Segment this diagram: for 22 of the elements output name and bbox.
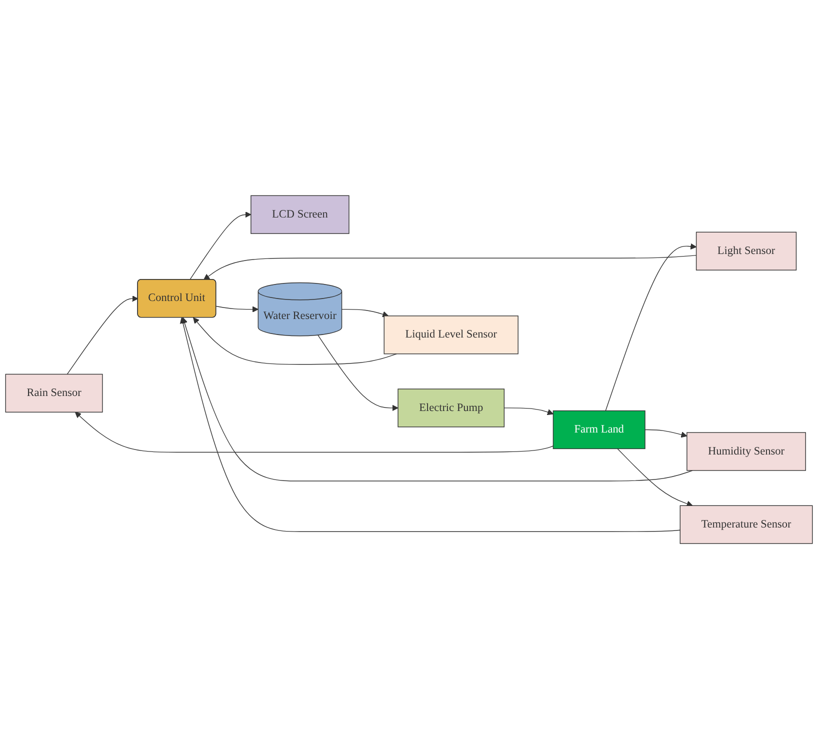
node-box: Electric Pump [398,389,505,428]
node-box: Temperature Sensor [680,506,813,544]
node-box: Liquid Level Sensor [384,316,518,355]
node-box: Rain Sensor [5,374,103,413]
node-box: Light Sensor [696,232,797,271]
arrow [180,318,680,532]
arrow [341,309,389,318]
arrow [204,255,697,280]
arrow [74,412,554,453]
arrow [504,408,554,416]
arrow [216,306,258,313]
arrow [318,335,398,412]
node-box: Farm Land [552,410,646,450]
arrow [182,318,693,482]
arrow [66,296,138,375]
node-box: LCD Screen [250,196,350,234]
arrow [605,244,697,412]
arrow [193,318,398,366]
arrow [644,430,688,438]
arrow [190,212,252,280]
arrow [617,448,693,508]
node-box: Humidity Sensor [686,432,806,472]
